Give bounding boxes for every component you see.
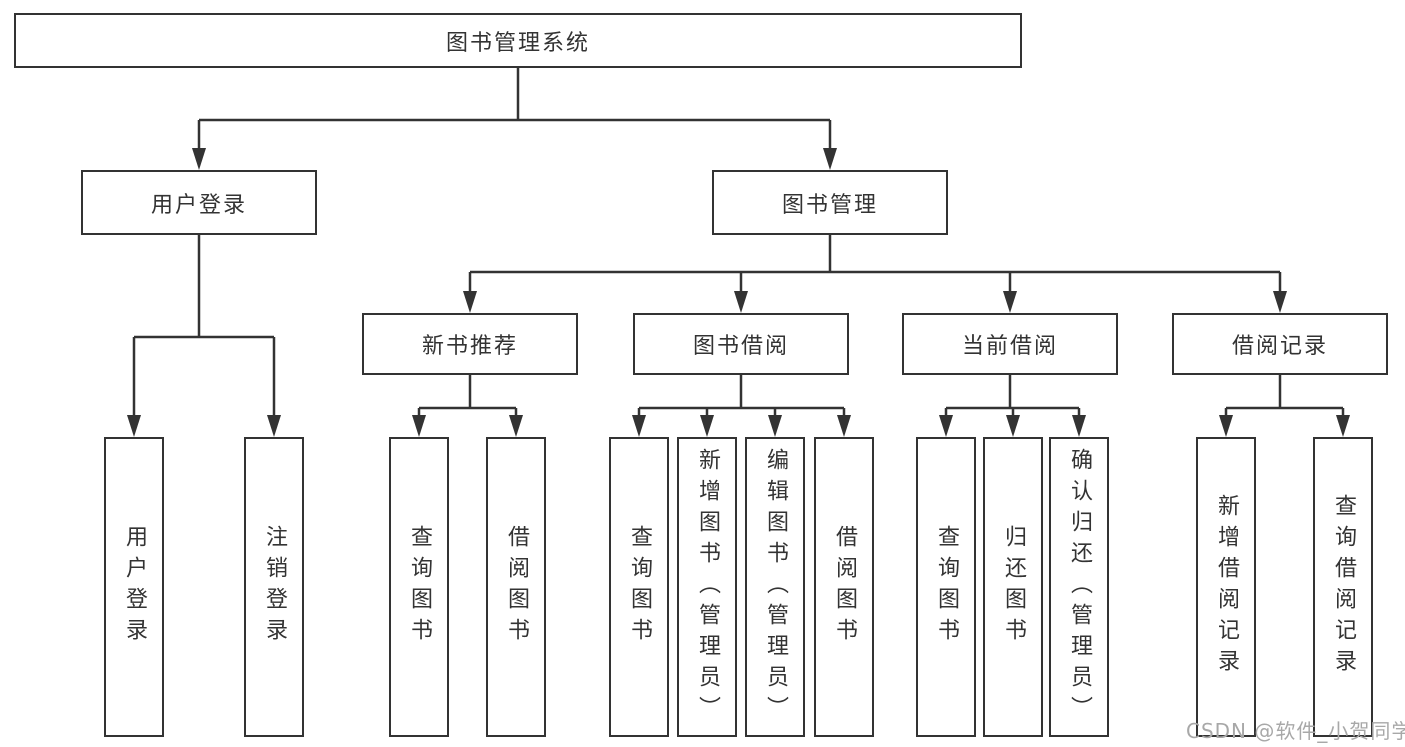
leaf-borrow-books: 借阅图书 — [486, 437, 546, 737]
leaf-label: 查询图书 — [627, 525, 652, 649]
node-label: 图书借阅 — [692, 334, 789, 359]
leaf-borrow-books: 借阅图书 — [814, 437, 874, 737]
leaf-logout: 注销登录 — [244, 437, 304, 737]
leaf-label: 注销登录 — [262, 525, 287, 649]
node-library-management-system: 图书管理系统 — [14, 13, 1022, 68]
leaf-label: 查询图书 — [407, 525, 432, 649]
leaf-label: 新增图书（管理员） — [695, 447, 720, 727]
node-current-borrowing: 当前借阅 — [902, 313, 1118, 375]
node-label: 借阅记录 — [1231, 334, 1328, 359]
leaf-label: 确认归还（管理员） — [1067, 447, 1092, 727]
node-label: 新书推荐 — [421, 334, 518, 359]
leaf-edit-books-admin: 编辑图书（管理员） — [745, 437, 805, 737]
node-label: 用户登录 — [150, 192, 247, 218]
leaf-add-books-admin: 新增图书（管理员） — [677, 437, 737, 737]
leaf-query-borrow-record: 查询借阅记录 — [1313, 437, 1373, 737]
leaf-return-books: 归还图书 — [983, 437, 1043, 737]
leaf-user-login: 用户登录 — [104, 437, 164, 737]
leaf-label: 查询图书 — [934, 525, 959, 649]
node-new-book-recommendation: 新书推荐 — [362, 313, 578, 375]
leaf-label: 借阅图书 — [504, 525, 529, 649]
leaf-label: 归还图书 — [1001, 525, 1026, 649]
leaf-query-books: 查询图书 — [609, 437, 669, 737]
leaf-label: 借阅图书 — [832, 525, 857, 649]
leaf-query-books: 查询图书 — [916, 437, 976, 737]
leaf-label: 查询借阅记录 — [1331, 494, 1356, 680]
node-label: 图书管理 — [781, 192, 878, 218]
node-label: 图书管理系统 — [445, 30, 590, 56]
leaf-label: 用户登录 — [122, 525, 147, 649]
node-book-management: 图书管理 — [712, 170, 948, 235]
leaf-add-borrow-record: 新增借阅记录 — [1196, 437, 1256, 737]
csdn-watermark: CSDN @软件_小贺同学 — [1186, 719, 1405, 743]
node-label: 当前借阅 — [961, 334, 1058, 359]
node-user-login: 用户登录 — [81, 170, 317, 235]
arrowheads — [127, 148, 1350, 437]
node-book-borrowing: 图书借阅 — [633, 313, 849, 375]
leaf-label: 编辑图书（管理员） — [763, 447, 788, 727]
leaf-label: 新增借阅记录 — [1214, 494, 1239, 680]
leaf-confirm-return-admin: 确认归还（管理员） — [1049, 437, 1109, 737]
node-borrowing-records: 借阅记录 — [1172, 313, 1388, 375]
leaf-query-books: 查询图书 — [389, 437, 449, 737]
